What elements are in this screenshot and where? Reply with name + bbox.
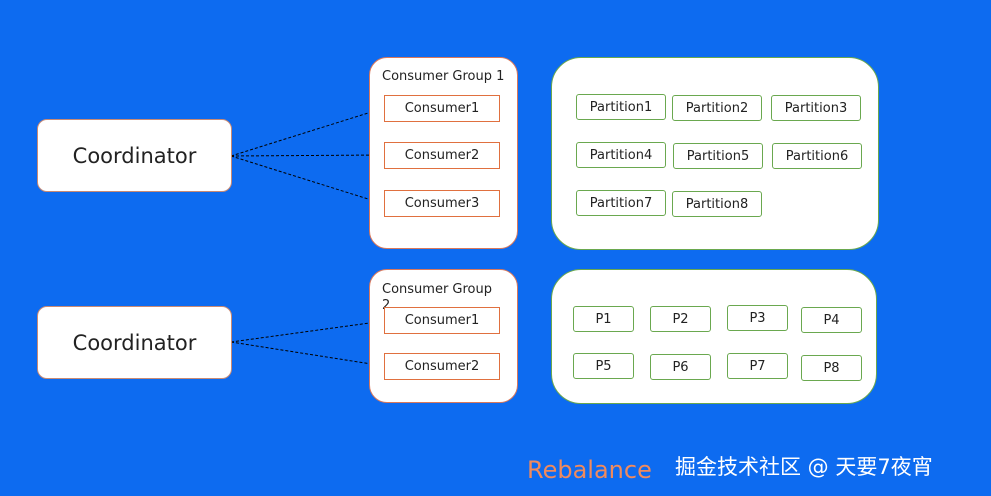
watermark-text: 掘金技术社区 @ 天要7夜宵 — [675, 455, 933, 479]
group1-consumer-1: Consumer1 — [384, 95, 500, 122]
coordinator-2: Coordinator — [37, 306, 232, 379]
partition-6: Partition6 — [772, 143, 862, 169]
partition-p1: P1 — [573, 306, 634, 332]
arrow-coordinator1-consumer2 — [230, 151, 385, 160]
partition-p4: P4 — [801, 307, 862, 333]
partition-1: Partition1 — [576, 94, 666, 120]
consumer-group-1-title: Consumer Group 1 — [382, 69, 505, 84]
group2-consumer-2: Consumer2 — [384, 353, 500, 380]
arrow-coordinator2-consumer2 — [230, 341, 385, 369]
partition-4: Partition4 — [576, 142, 666, 168]
partition-p8: P8 — [801, 355, 862, 381]
partition-8: Partition8 — [672, 191, 762, 217]
partition-p3: P3 — [727, 305, 788, 331]
partition-box-2 — [551, 269, 877, 404]
partition-p6: P6 — [650, 354, 711, 380]
group1-consumer-2: Consumer2 — [384, 142, 500, 169]
arrow-coordinator2-consumer1 — [230, 317, 385, 343]
partition-7: Partition7 — [576, 190, 666, 216]
partition-p2: P2 — [650, 306, 711, 332]
group1-consumer-3: Consumer3 — [384, 190, 500, 217]
partition-5: Partition5 — [673, 143, 763, 169]
arrow-coordinator1-consumer1 — [230, 106, 385, 157]
partition-2: Partition2 — [672, 95, 762, 121]
group2-consumer-1: Consumer1 — [384, 307, 500, 334]
partition-p5: P5 — [573, 353, 634, 379]
arrow-coordinator1-consumer3 — [230, 155, 385, 206]
consumer-group-2-title: Consumer Group 2 — [382, 282, 492, 313]
partition-3: Partition3 — [771, 95, 861, 121]
coordinator-1: Coordinator — [37, 119, 232, 192]
partition-p7: P7 — [727, 353, 788, 379]
rebalance-label: Rebalance — [527, 456, 652, 484]
consumer-group-2 — [369, 269, 518, 403]
